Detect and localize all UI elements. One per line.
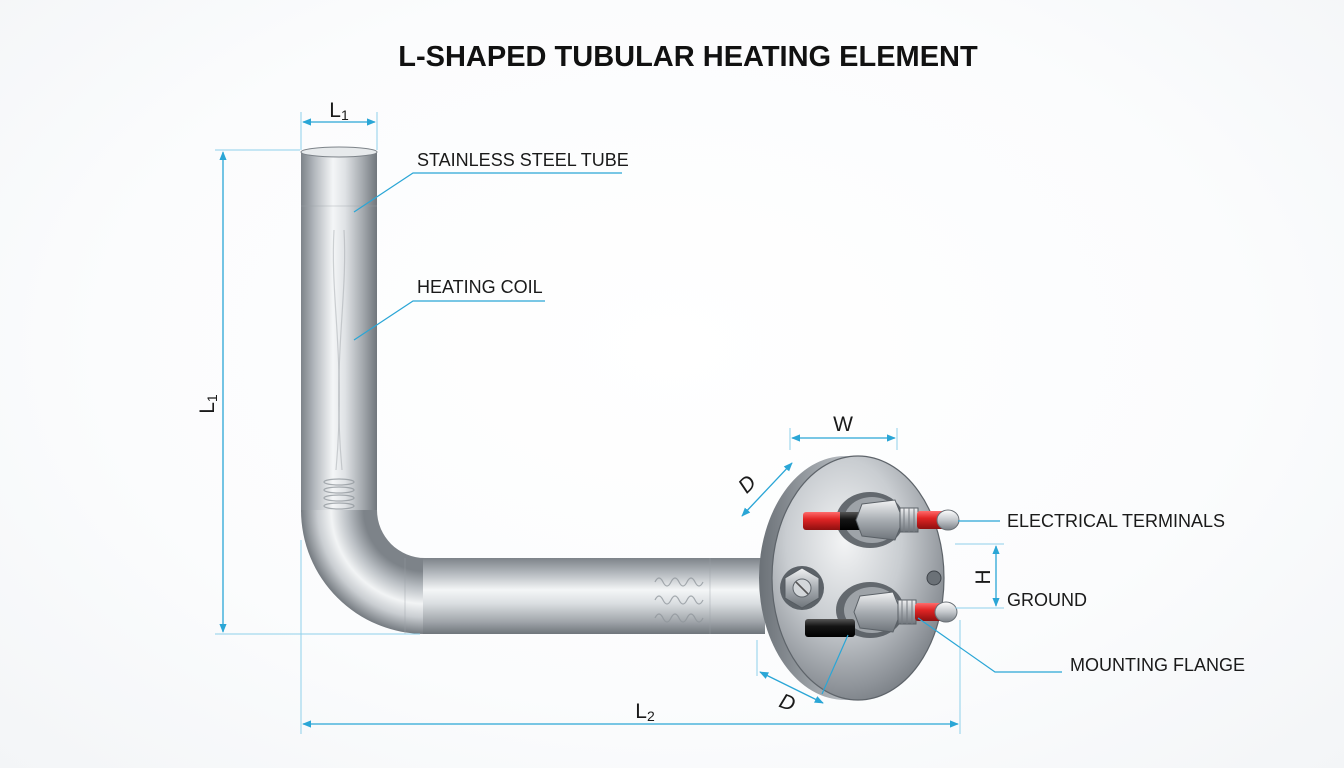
dimension-l2-label: L2 (635, 700, 655, 724)
flange-hole (926, 570, 942, 586)
callout-flange: MOUNTING FLANGE (821, 617, 1245, 695)
dimension-l1-side: L1 (196, 149, 420, 635)
dimension-d-lower: D (756, 640, 824, 716)
tube-end-cap (300, 146, 378, 158)
callout-terminals-label: ELECTRICAL TERMINALS (1007, 511, 1225, 531)
callout-terminals: ELECTRICAL TERMINALS (958, 511, 1225, 531)
callout-flange-label: MOUNTING FLANGE (1070, 655, 1245, 675)
dimension-w-label: W (833, 413, 853, 436)
terminal-pin-upper (936, 509, 960, 531)
dimension-l1-top-label: L1 (329, 99, 349, 123)
dimension-d-upper-label: D (734, 471, 761, 498)
dimension-l1-top: L1 (300, 99, 378, 150)
callout-ground: GROUND (1007, 590, 1087, 610)
ground-screw (780, 566, 824, 610)
callout-coil: HEATING COIL (353, 277, 545, 341)
electrical-terminals (803, 499, 960, 637)
callout-tube-label: STAINLESS STEEL TUBE (417, 150, 629, 170)
diagram-title: L-SHAPED TUBULAR HEATING ELEMENT (398, 41, 978, 73)
tube-vertical-leg (301, 152, 377, 512)
tube-horizontal-leg (423, 558, 765, 634)
callout-tube: STAINLESS STEEL TUBE (353, 150, 629, 213)
dimension-h-label: H (972, 569, 995, 584)
terminal-nut-lower (853, 591, 902, 633)
terminal-pin-lower (934, 601, 958, 623)
dimension-h: H (955, 543, 1004, 609)
black-wire-lower (805, 619, 855, 637)
tube-bend (301, 510, 425, 634)
heating-coil (323, 229, 704, 623)
dimension-l2: L2 (300, 540, 961, 734)
terminal-nut-upper (855, 499, 904, 541)
callout-coil-label: HEATING COIL (417, 277, 543, 297)
mounting-flange (759, 455, 945, 701)
dimension-w: W (789, 413, 898, 450)
dimension-l1-side-label: L1 (196, 394, 220, 414)
callout-ground-label: GROUND (1007, 590, 1087, 610)
dimension-d-lower-label: D (776, 689, 798, 716)
stainless-steel-tube (300, 146, 765, 634)
red-wire-upper (803, 512, 843, 530)
